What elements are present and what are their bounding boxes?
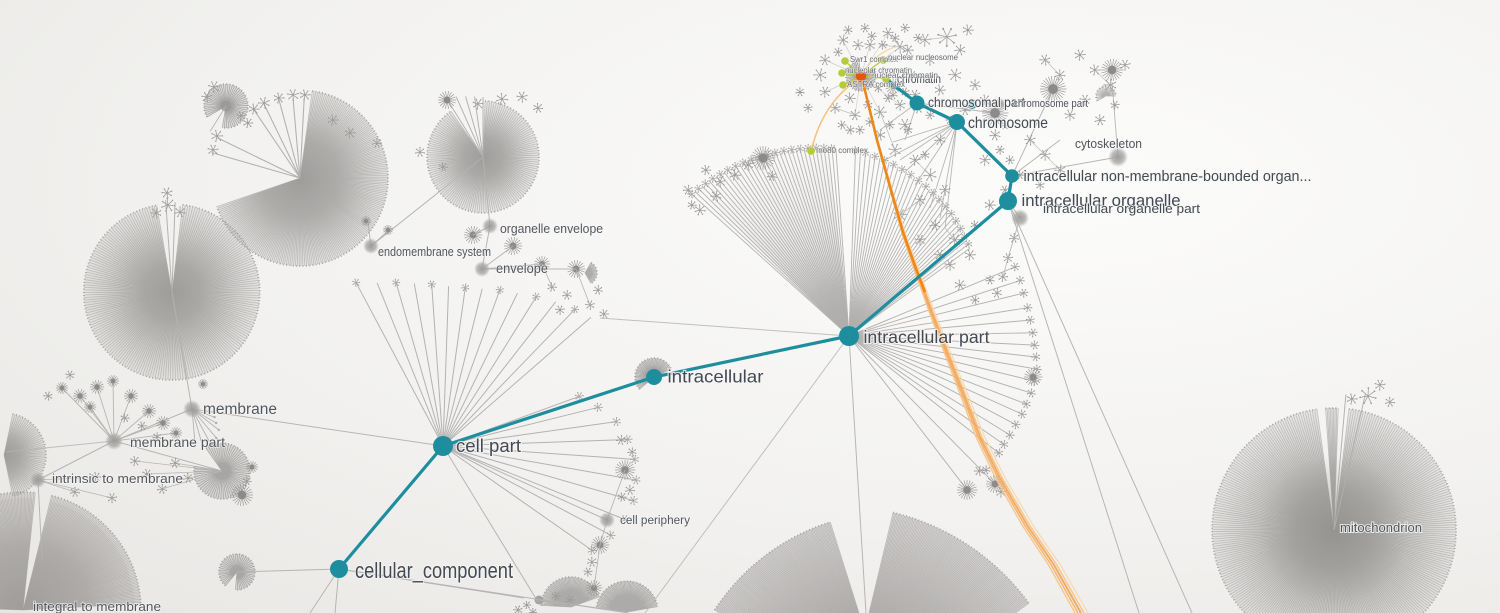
svg-text:chromosomal part: chromosomal part	[928, 94, 1025, 110]
svg-text:envelope: envelope	[496, 261, 548, 276]
svg-text:membrane: membrane	[203, 401, 277, 418]
svg-text:Ino80 complex: Ino80 complex	[816, 145, 869, 155]
svg-text:organelle envelope: organelle envelope	[500, 222, 603, 236]
svg-text:nuclear chromatin: nuclear chromatin	[872, 70, 938, 80]
svg-text:cytoskeleton: cytoskeleton	[1075, 137, 1142, 151]
svg-text:Swr1 complex: Swr1 complex	[850, 54, 899, 64]
svg-text:intracellular organelle part: intracellular organelle part	[1043, 201, 1200, 216]
svg-text:intracellular part: intracellular part	[864, 327, 990, 347]
svg-text:nuclear nucleosome: nuclear nucleosome	[888, 52, 958, 62]
svg-text:intracellular: intracellular	[668, 367, 764, 387]
svg-text:chromosome: chromosome	[968, 115, 1048, 132]
svg-text:cell part: cell part	[456, 435, 521, 456]
svg-text:integral to membrane: integral to membrane	[33, 599, 161, 613]
svg-text:endomembrane system: endomembrane system	[378, 244, 491, 259]
svg-text:membrane part: membrane part	[130, 434, 225, 450]
svg-text:chromosome part: chromosome part	[1013, 98, 1088, 110]
svg-text:cellular_component: cellular_component	[355, 558, 513, 583]
svg-text:mitochondrion: mitochondrion	[1340, 521, 1422, 535]
svg-text:cell periphery: cell periphery	[620, 515, 690, 527]
svg-text:intracellular non-membrane-bou: intracellular non-membrane-bounded organ…	[1024, 168, 1312, 185]
svg-text:intracellular organelle: intracellular organelle	[1022, 191, 1181, 210]
svg-text:intrinsic to membrane: intrinsic to membrane	[52, 471, 183, 486]
svg-text:chromatin: chromatin	[897, 72, 941, 86]
svg-text:nucleolar chromatin: nucleolar chromatin	[845, 65, 912, 75]
svg-text:ASTRA complex: ASTRA complex	[847, 79, 906, 89]
